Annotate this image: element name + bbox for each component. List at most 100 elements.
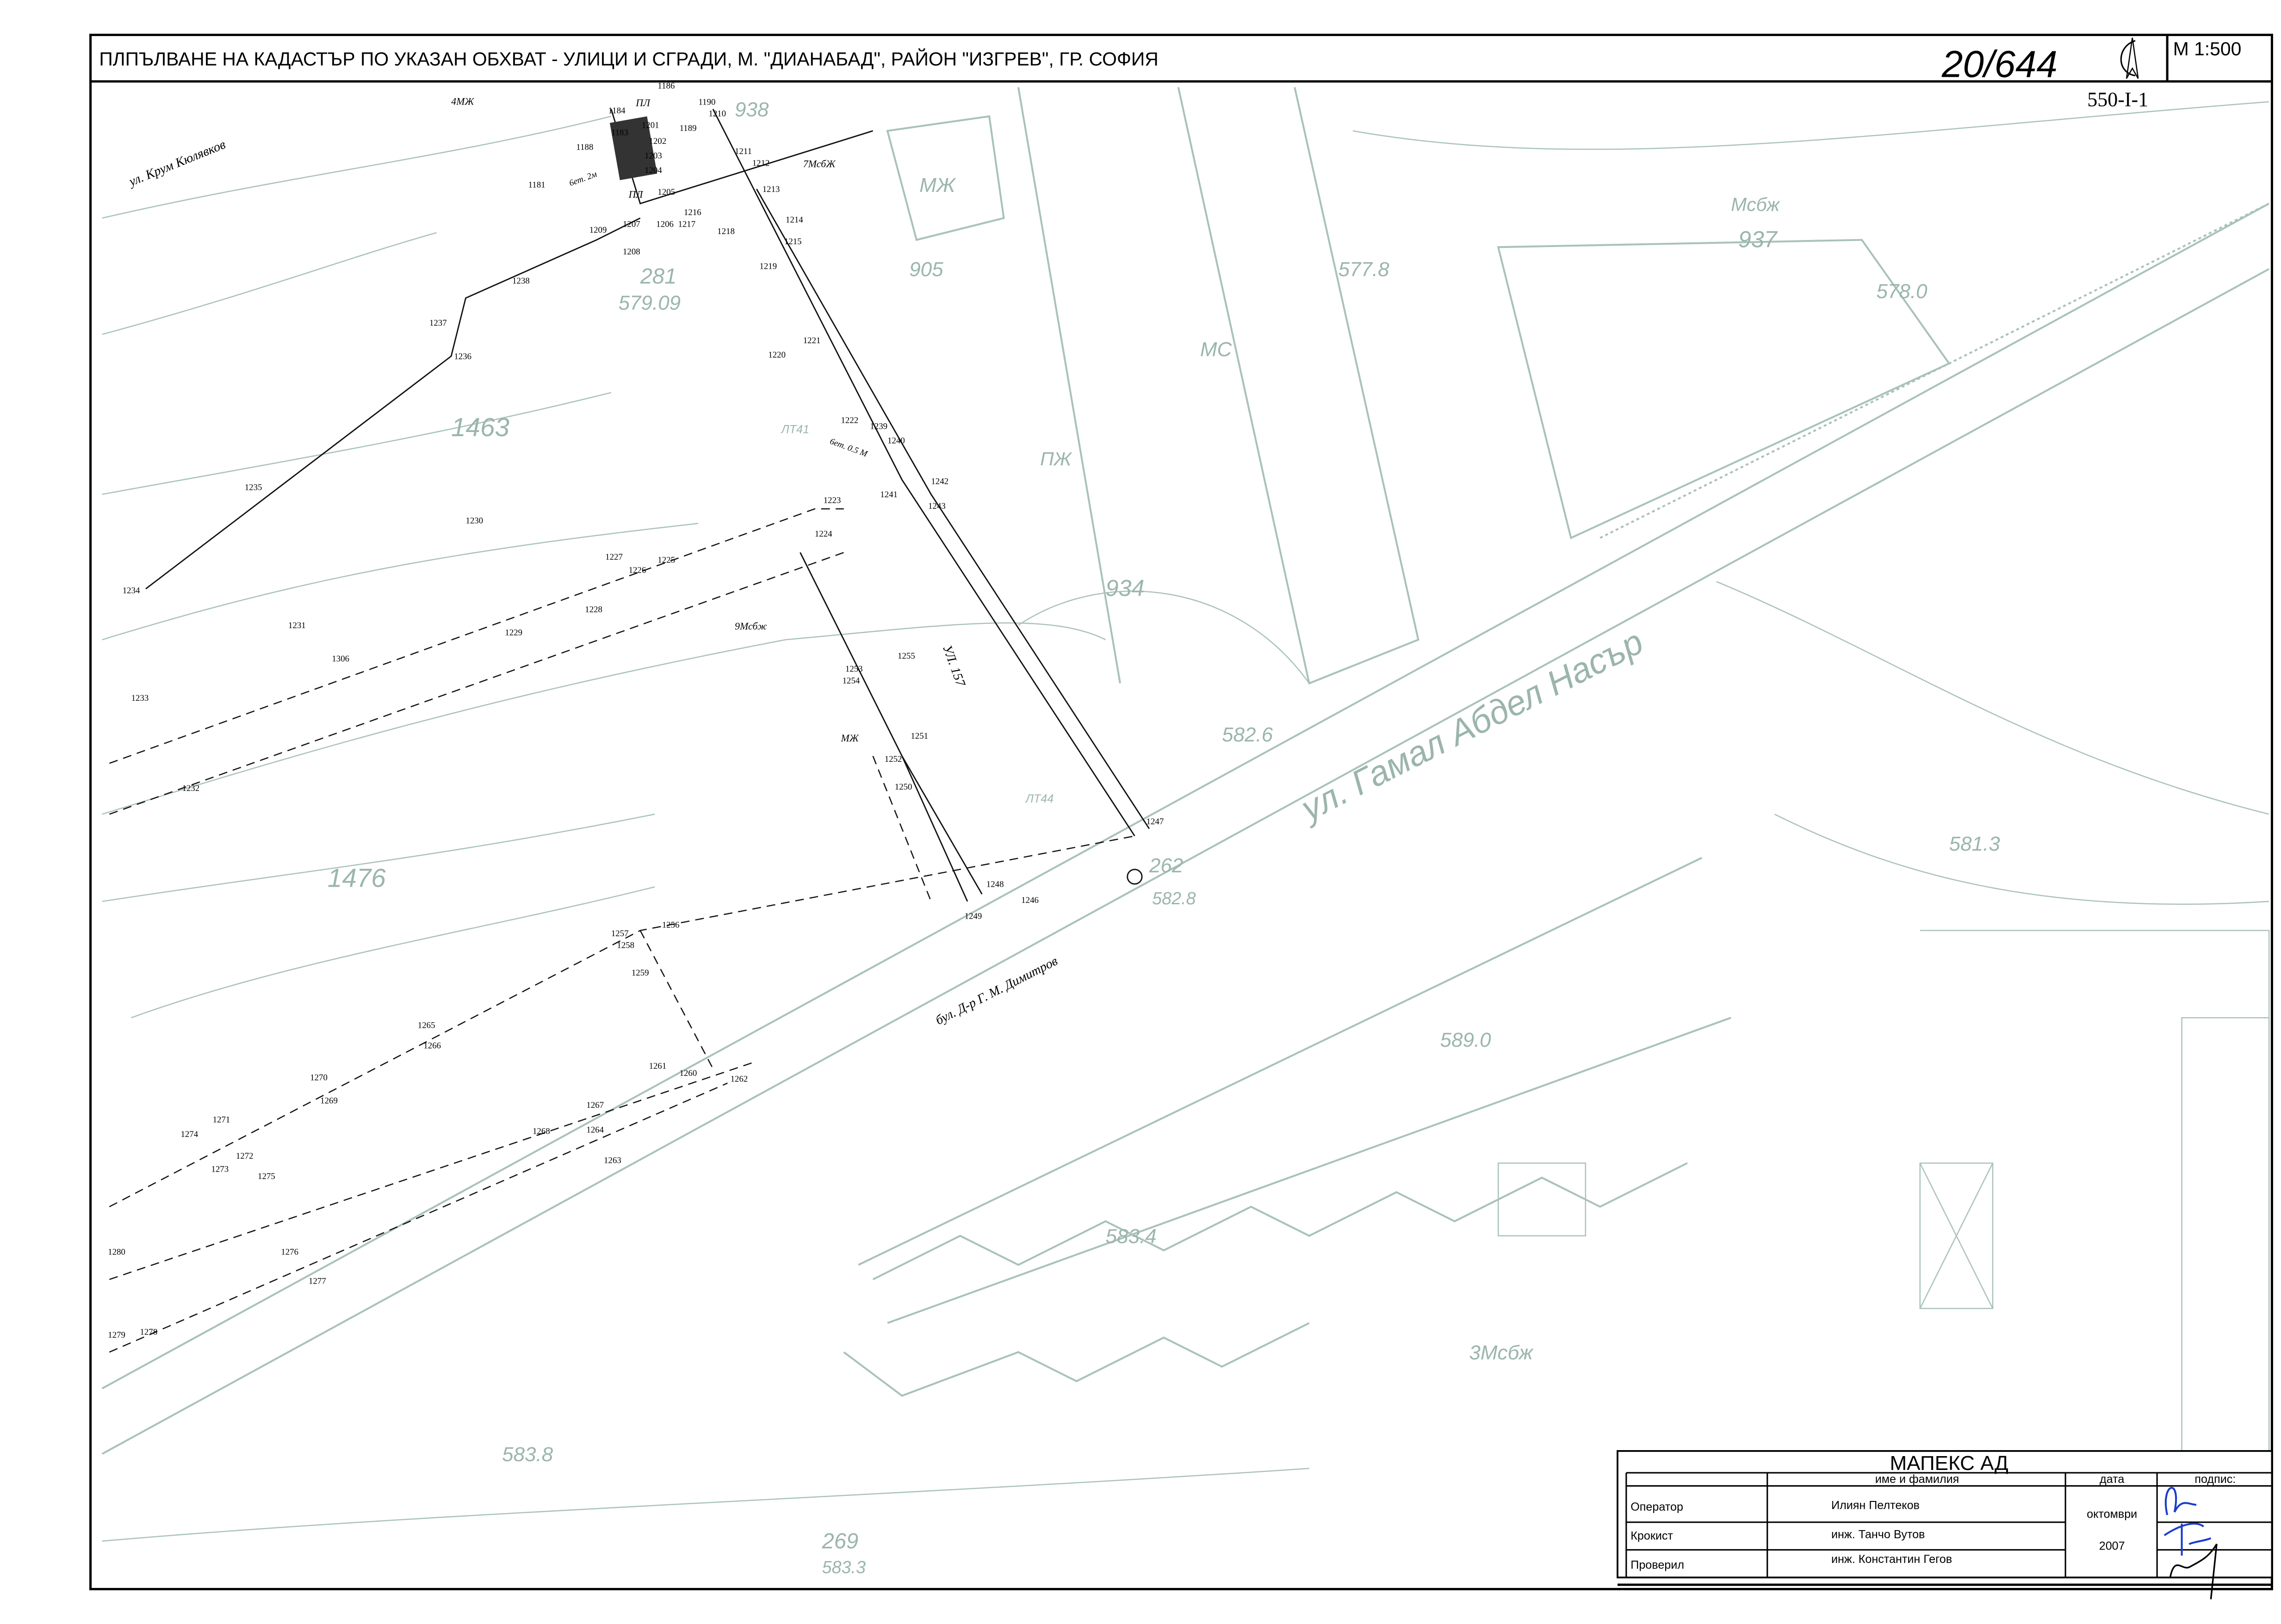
survey-point-number: 1220 [768, 350, 786, 360]
survey-point-number: 1243 [928, 501, 946, 511]
survey-point-number: 1263 [604, 1156, 621, 1166]
survey-point-number: 1209 [589, 225, 607, 235]
parcel-number: 938 [735, 98, 769, 121]
building-type-label: МС [1200, 338, 1233, 361]
column-header-signature: подпис: [2194, 1473, 2236, 1486]
survey-point-number: 1188 [576, 142, 593, 152]
survey-point-labels: 1181118311841186118811891190120112021203… [108, 81, 1164, 1340]
survey-point-number: 1223 [824, 496, 841, 506]
building-type-label: 7МсбЖ [803, 158, 836, 169]
survey-point-number: 1190 [698, 97, 715, 107]
survey-point-number: 1216 [684, 208, 701, 217]
survey-point-number: 1215 [784, 237, 802, 247]
parcel-number: 1476 [328, 863, 386, 892]
survey-point-number: 1201 [642, 121, 659, 130]
survey-point-number: 1250 [895, 782, 912, 792]
name-checker: инж. Константин Гегов [1831, 1553, 1952, 1566]
parcel-number: 905 [909, 258, 943, 281]
survey-point-number: 1226 [629, 565, 646, 575]
survey-point-number: 1262 [731, 1074, 748, 1084]
parcel-number: 1463 [451, 413, 509, 442]
name-operator: Илиян Пелтеков [1831, 1499, 1920, 1512]
survey-point-number: 1257 [611, 929, 629, 939]
survey-point-number: 1228 [585, 605, 602, 614]
role-operator: Оператор [1630, 1501, 1683, 1513]
survey-point-number: 1251 [911, 731, 928, 741]
elevation-label: 581.3 [1949, 833, 2001, 855]
survey-point-number: 1254 [843, 676, 860, 685]
building-type-label: МЖ [840, 732, 859, 744]
elevation-label: 579.09 [619, 292, 681, 315]
survey-point-number: 1235 [245, 482, 262, 492]
survey-point-number: 1264 [586, 1125, 604, 1135]
pl-label: ПЛ [635, 97, 651, 108]
survey-point-number: 1269 [320, 1096, 338, 1106]
parcel-number: 269 [822, 1529, 859, 1553]
building-type-label: 3Мсбж [1469, 1341, 1533, 1364]
building-type-label: Мсбж [1731, 194, 1780, 215]
survey-point-number: 1258 [617, 940, 634, 950]
survey-point-number: 1222 [841, 416, 858, 426]
survey-point-number: 1210 [708, 109, 726, 118]
role-krokist: Крокист [1630, 1530, 1673, 1543]
survey-point-number: 1270 [310, 1073, 328, 1082]
sheet-title: ПЛПЪЛВАНЕ НА КАДАСТЪР ПО УКАЗАН ОБХВАТ -… [99, 48, 1158, 69]
survey-point-number: 1248 [986, 879, 1004, 889]
street-label-gamal-abdel-nasar: ул. Гамал Абдел Насър [1293, 622, 1649, 829]
elevation-label: 578.0 [1876, 280, 1928, 303]
survey-point-number: 1218 [717, 227, 735, 236]
survey-point-number: 1242 [931, 477, 948, 487]
survey-point-number: 1225 [657, 555, 675, 565]
street-label-krum-kyulyavkov: ул. Крум Кюлявков [126, 137, 228, 190]
pl-label: ПЛ [628, 188, 644, 200]
date-year: 2007 [2099, 1540, 2125, 1553]
survey-point-number: 1231 [288, 621, 306, 630]
sheet-number-handwritten: 20/644 [1941, 43, 2058, 86]
survey-point-number: 1227 [605, 552, 623, 562]
lamp-label: ЛТ41 [781, 423, 810, 436]
column-header-date: дата [2100, 1473, 2124, 1486]
building-type-label: МЖ [919, 174, 956, 197]
survey-point-number: 1265 [418, 1020, 435, 1030]
survey-point-number: 1247 [1147, 817, 1164, 827]
steps-label: 6ет. 0.5 М [829, 437, 869, 459]
survey-point-number: 1207 [623, 219, 640, 229]
survey-point-number: 1237 [429, 318, 447, 328]
survey-point-number: 1267 [586, 1100, 604, 1110]
parcel-number: 934 [1106, 575, 1145, 601]
survey-point-number: 1272 [236, 1151, 254, 1161]
survey-point-number: 1232 [182, 784, 200, 793]
survey-point-number: 1234 [123, 586, 140, 595]
north-arrow-icon [2120, 37, 2139, 79]
steps-label: 6ет. 2м [568, 169, 598, 188]
parcel-number: 281 [640, 264, 677, 288]
building-type-label: 4МЖ [451, 95, 474, 107]
elevation-label: 582.6 [1222, 723, 1273, 746]
survey-point-number: 1219 [759, 261, 777, 271]
survey-point-number: 1240 [887, 436, 905, 446]
survey-point-number: 1183 [611, 128, 628, 137]
survey-point-number: 1277 [309, 1276, 326, 1286]
survey-point-number: 1252 [885, 754, 902, 764]
survey-point-number: 1212 [752, 158, 770, 168]
name-krokist: инж. Танчо Вутов [1831, 1528, 1925, 1541]
survey-point-number: 1233 [131, 693, 149, 703]
survey-point-number: 1189 [680, 123, 697, 133]
survey-overlay [109, 109, 1150, 1353]
survey-point-number: 1275 [258, 1172, 275, 1181]
survey-point-number: 1205 [657, 187, 675, 197]
survey-point-number: 1246 [1021, 895, 1039, 905]
survey-point-number: 1213 [762, 185, 780, 194]
survey-point-number: 1239 [870, 421, 887, 431]
survey-point-number: 1206 [656, 219, 674, 229]
building-type-label: ПЖ [1040, 448, 1072, 469]
column-header-name: име и фамилия [1875, 1473, 1959, 1486]
survey-point-number: 1181 [528, 180, 545, 190]
survey-point-number: 1256 [662, 920, 680, 930]
survey-point-number: 1278 [140, 1327, 157, 1337]
survey-point-number: 1271 [213, 1115, 230, 1125]
parcel-number: 937 [1738, 226, 1778, 252]
survey-point-number: 1202 [649, 136, 667, 146]
parcel-number: 262 [1149, 854, 1183, 877]
